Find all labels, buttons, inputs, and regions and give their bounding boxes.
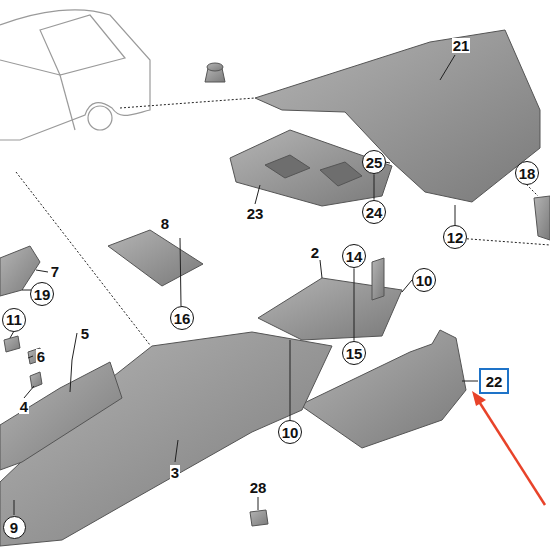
callout-number: 24 (366, 205, 383, 220)
callout-circle: 9 (3, 516, 26, 539)
callout-circle: 14 (342, 244, 367, 269)
callout-number: 5 (80, 326, 90, 341)
callout-number: 25 (366, 155, 383, 170)
callout-circle: 24 (362, 200, 387, 225)
red-arrow (472, 391, 545, 505)
callout-number: 16 (174, 311, 191, 326)
callout-number: 11 (6, 312, 22, 327)
leader-line (354, 268, 355, 340)
callout-number: 7 (50, 264, 60, 279)
callout-circle: 19 (30, 282, 55, 307)
callout-number: 3 (170, 465, 180, 480)
callout-number: 4 (19, 399, 29, 414)
callout-circle: 10 (412, 268, 437, 293)
callout-number: 14 (346, 249, 363, 264)
callout-number: 8 (160, 216, 170, 231)
callout-number: 18 (519, 166, 536, 181)
leader-lines (10, 55, 550, 515)
callout-circle: 12 (443, 225, 468, 250)
callout-circle: 15 (342, 341, 367, 366)
callout-number: 22 (486, 374, 503, 389)
panel-5 (0, 362, 122, 470)
highlight-box: 22 (479, 368, 509, 394)
part-18 (534, 196, 550, 240)
callout-circle: 18 (515, 161, 540, 186)
pad-28 (250, 510, 268, 526)
plate (230, 130, 392, 206)
strip (108, 230, 203, 286)
callout-circle: 10 (278, 420, 303, 445)
callout-number: 21 (452, 38, 471, 53)
callout-number: 6 (36, 349, 46, 364)
callout-circle: 11 (2, 308, 26, 332)
nut-4 (30, 372, 42, 388)
callout-number: 10 (416, 273, 433, 288)
callout-number: 28 (249, 480, 268, 495)
callout-number: 15 (346, 346, 363, 361)
callout-number: 23 (246, 206, 265, 221)
callout-number: 12 (447, 230, 464, 245)
panel-3 (0, 332, 332, 546)
leader-line (374, 174, 375, 199)
callout-number: 19 (34, 287, 51, 302)
callout-number: 2 (310, 245, 320, 260)
car-outline (0, 10, 150, 140)
clip-11 (4, 336, 20, 352)
callout-number: 10 (282, 425, 299, 440)
callout-number: 9 (10, 520, 18, 535)
callout-circle: 16 (170, 306, 195, 331)
